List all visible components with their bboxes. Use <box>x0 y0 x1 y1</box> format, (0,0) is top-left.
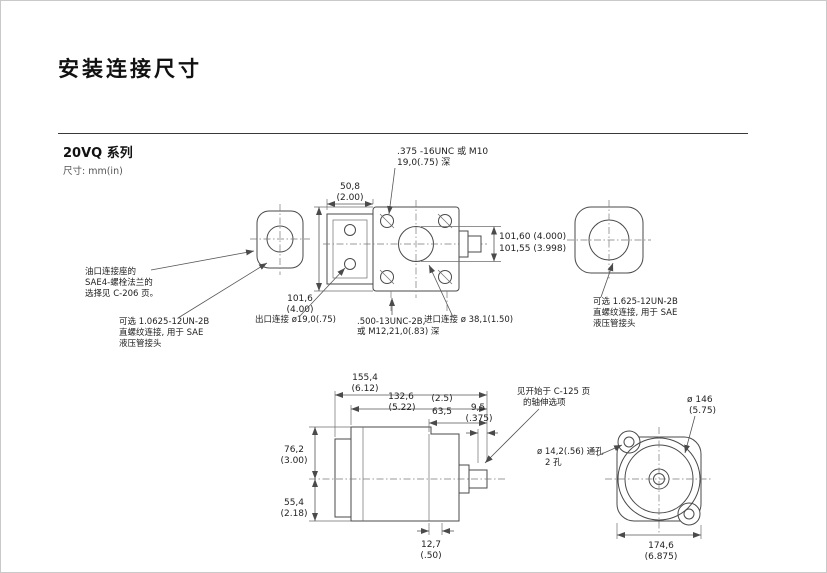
units-note: 尺寸: mm(in) <box>63 166 123 177</box>
sae-straight-thread-flange-view <box>567 200 651 280</box>
dim-132-6-in: (5.22) <box>388 403 415 413</box>
outlet-callout: 出口连接 ø19,0(.75) <box>255 267 346 325</box>
dim-50-8-mm: 50,8 <box>340 182 360 192</box>
left-option-note: 可选 1.0625-12UN-2B 直螺纹连接, 用于 SAE 液压管接头 <box>119 262 268 349</box>
thread-callout: .375 -16UNC 或 M10 19,0(.75) 深 <box>387 145 488 215</box>
dim-9-5-in: (.375) <box>465 414 492 424</box>
dia-146-mm: ø 146 <box>687 395 713 405</box>
bolt-callout: .500-13UNC-2B, 或 M12,21,0(.83) 深 <box>357 298 440 337</box>
dim-pilot-min: 101,55 (3.998) <box>499 244 566 254</box>
shaft-note-line2: 的轴伸选项 <box>523 397 566 408</box>
left-note: 油口连接座的 SAE4-螺栓法兰的 选择见 C-206 页。 <box>85 249 255 299</box>
dim-76-2-in: (3.00) <box>280 456 307 466</box>
dim-155-4-mm: 155,4 <box>352 373 378 383</box>
dim-12-7-in: (.50) <box>420 551 441 561</box>
shaft-stub-view <box>458 230 482 258</box>
dim-63-5-mm: 63,5 <box>432 407 452 417</box>
inlet-label: 进口连接 ø 38,1(1.50) <box>424 314 513 325</box>
page-title: 安装连接尺寸 <box>58 57 202 81</box>
title-rule <box>58 133 748 134</box>
dim-9-5-mm: 9,5 <box>471 403 485 413</box>
left-note-line2: SAE4-螺栓法兰的 <box>85 277 153 288</box>
dim-12-7-mm: 12,7 <box>421 540 441 550</box>
dim-50-8-in: (2.00) <box>336 193 363 203</box>
inlet-callout: 进口连接 ø 38,1(1.50) <box>424 264 513 325</box>
dim-174-6-in: (6.875) <box>645 552 678 562</box>
shaft-option-note: 见开始于 C-125 页 的轴伸选项 <box>484 386 590 464</box>
dim-12-7: 12,7 (.50) <box>417 523 454 561</box>
dia-146-callout: ø 146 (5.75) <box>684 395 716 454</box>
pump-body-side <box>350 426 460 522</box>
dim-55-4-mm: 55,4 <box>284 498 304 508</box>
thread-callout-line2: 19,0(.75) 深 <box>397 157 450 168</box>
left-option-line2: 直螺纹连接, 用于 SAE <box>119 327 203 338</box>
dim-55-4-in: (2.18) <box>280 509 307 519</box>
dim-pilot-max: 101,60 (4.000) <box>499 232 566 242</box>
dim-63-5: 63,5 (2.5) <box>428 394 487 432</box>
left-option-line3: 液压管接头 <box>119 338 162 349</box>
bolt-callout-line1: .500-13UNC-2B, <box>357 317 425 327</box>
rear-view-drawing: ø 146 (5.75) ø 14,2(.56) 通孔 2 孔 174,6 (6… <box>537 395 716 562</box>
dim-132-6: 132,6 (5.22) <box>350 392 487 425</box>
right-option-note: 可选 1.625-12UN-2B 直螺纹连接, 用于 SAE 液压管接头 <box>593 262 678 329</box>
dim-174-6: 174,6 (6.875) <box>616 523 702 562</box>
right-option-line3: 液压管接头 <box>593 318 636 329</box>
mount-hole-bottom <box>683 508 695 520</box>
port-block-view <box>326 213 374 285</box>
outlet-label: 出口连接 ø19,0(.75) <box>255 314 336 325</box>
shaft-note-line1: 见开始于 C-125 页 <box>517 386 590 397</box>
dim-76-2-mm: 76,2 <box>284 445 304 455</box>
dim-132-6-mm: 132,6 <box>388 392 414 402</box>
right-option-line2: 直螺纹连接, 用于 SAE <box>593 307 677 318</box>
dim-101-6-mm: 101,6 <box>287 294 313 304</box>
thread-callout-line1: .375 -16UNC 或 M10 <box>397 145 488 157</box>
dim-174-6-mm: 174,6 <box>648 541 674 551</box>
bolt-callout-line2: 或 M12,21,0(.83) 深 <box>357 326 440 337</box>
left-option-line1: 可选 1.0625-12UN-2B <box>119 316 209 327</box>
left-note-line3: 选择见 C-206 页。 <box>85 288 158 299</box>
dim-9-5: 9,5 (.375) <box>465 403 498 463</box>
left-note-line1: 油口连接座的 <box>85 266 136 277</box>
right-option-line1: 可选 1.625-12UN-2B <box>593 296 678 307</box>
dim-101-6-in: (4.00) <box>286 305 313 315</box>
dim-155-4: 155,4 (6.12) <box>334 373 488 461</box>
mount-holes-callout: ø 14,2(.56) 通孔 2 孔 <box>537 444 623 468</box>
dim-63-5-in: (2.5) <box>431 394 452 404</box>
sae-port-flange-view <box>250 204 310 275</box>
mount-hole-top <box>623 436 635 448</box>
flange-plate-edge <box>334 438 352 518</box>
mounting-flange-view <box>323 200 487 311</box>
dim-155-4-in: (6.12) <box>351 384 378 394</box>
dim-55-4: 55,4 (2.18) <box>280 479 351 522</box>
top-view-drawing: 50,8 (2.00) .375 -16UNC 或 M10 19,0(.75) … <box>85 145 678 349</box>
dia-146-in: (5.75) <box>689 406 716 416</box>
side-view-drawing: 155,4 (6.12) 132,6 (5.22) 63,5 (2.5) <box>280 373 590 561</box>
dim-pilot: 101,60 (4.000) 101,55 (3.998) <box>421 226 566 262</box>
dim-76-2: 76,2 (3.00) <box>280 426 351 479</box>
series-heading: 20VQ 系列 <box>63 146 133 161</box>
holes-note-line2: 2 孔 <box>545 458 562 468</box>
dim-50-8: 50,8 (2.00) <box>326 182 374 210</box>
holes-note-line1: ø 14,2(.56) 通孔 <box>537 446 604 457</box>
